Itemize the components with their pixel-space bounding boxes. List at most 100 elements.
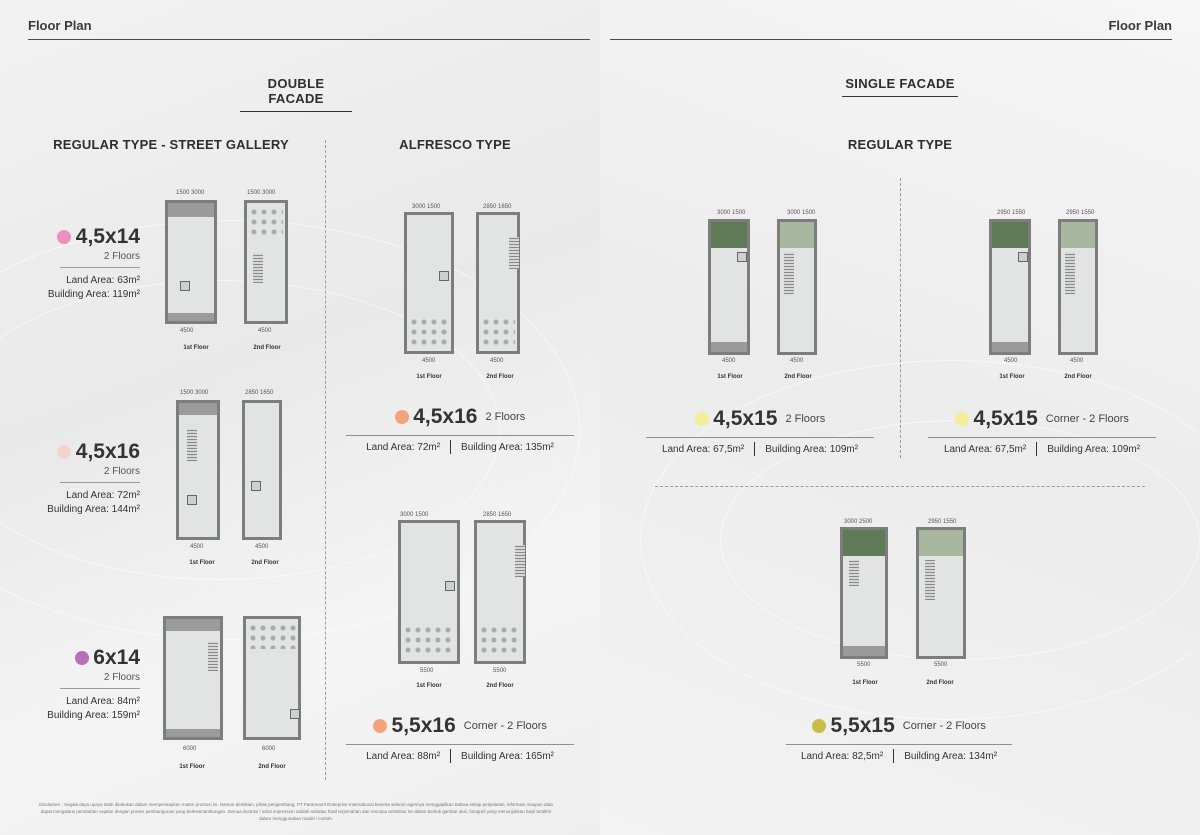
building-area: Building Area: 135m² [461, 441, 554, 453]
color-dot [57, 445, 72, 459]
divider [786, 744, 1012, 745]
dimension-label: 2850 1650 [245, 390, 274, 396]
land-area: Land Area: 67,5m² [661, 443, 745, 455]
floor-plan-2nd [242, 400, 282, 540]
stair-icon [849, 560, 859, 586]
column-divider [900, 178, 901, 458]
wc-icon [737, 252, 747, 262]
porch-area [166, 619, 220, 631]
roof-garden-area [780, 222, 814, 248]
color-dot [394, 410, 409, 424]
street-gallery-heading: REGULAR TYPE - STREET GALLERY [53, 137, 289, 152]
right-page: Floor Plan SINGLE FACADE REGULAR TYPE 30… [600, 0, 1200, 835]
floor-plan-2nd [476, 212, 520, 354]
single-facade-heading: SINGLE FACADE [842, 76, 958, 97]
dimension-label: 6000 [262, 746, 276, 752]
color-dot [694, 412, 709, 426]
floor-label-2nd: 2nd Floor [926, 680, 954, 686]
separator [450, 440, 452, 454]
unit-floors: 2 Floors [785, 413, 826, 425]
seating-area [248, 623, 296, 649]
wc-icon [445, 581, 455, 591]
wc-icon [1018, 252, 1028, 262]
header-divider [28, 39, 590, 40]
dimension-label: 1500 3000 [176, 190, 205, 196]
floor-plan-2nd [916, 527, 966, 659]
floor-label-1st: 1st Floor [717, 374, 743, 380]
stair-icon [253, 253, 263, 283]
divider [60, 482, 140, 483]
floor-plan-1st [176, 400, 220, 540]
header-divider [610, 39, 1172, 40]
dimension-label: 1500 3000 [180, 390, 209, 396]
dimension-label: 5500 [857, 662, 871, 668]
floor-label-2nd: 2nd Floor [486, 374, 514, 380]
stair-icon [509, 237, 519, 269]
dimension-label: 4500 [1004, 358, 1018, 364]
row-divider [655, 486, 1145, 487]
dimension-label: 3000 1500 [400, 512, 429, 518]
dimension-label: 4500 [790, 358, 804, 364]
building-area: Building Area: 159m² [47, 710, 140, 721]
wc-icon [290, 709, 300, 719]
land-area: Land Area: 67,5m² [943, 443, 1027, 455]
land-area: Land Area: 72m² [366, 441, 441, 453]
garden-area [711, 222, 747, 248]
seating-area [481, 317, 515, 347]
building-area: Building Area: 109m² [765, 443, 859, 455]
unit-floors: Corner - 2 Floors [1045, 413, 1129, 425]
dimension-label: 4500 [422, 358, 436, 364]
floor-plan-2nd [244, 200, 288, 324]
unit-size: 4,5x14 [75, 225, 140, 248]
divider [60, 267, 140, 268]
left-page: Floor Plan DOUBLE FACADE REGULAR TYPE - … [0, 18, 590, 821]
land-area: Land Area: 84m² [66, 696, 140, 707]
separator [450, 749, 452, 763]
unit-floors: 2 Floors [103, 672, 140, 683]
porch-area [711, 342, 747, 352]
divider [60, 688, 140, 689]
color-dot [57, 230, 72, 244]
seating-area [403, 625, 455, 657]
floor-label-1st: 1st Floor [999, 374, 1025, 380]
unit-floors: Corner - 2 Floors [902, 720, 986, 732]
dimension-label: 2850 1650 [483, 204, 512, 210]
unit-floors: 2 Floors [485, 411, 526, 423]
unit-size: 6x14 [93, 646, 140, 669]
wc-icon [187, 495, 197, 505]
floor-plan-1st [398, 520, 460, 664]
roof-garden-area [919, 530, 963, 556]
building-area: Building Area: 134m² [904, 750, 998, 762]
unit-size: 4,5x16 [413, 405, 478, 428]
floor-plan-1st [708, 219, 750, 355]
divider [346, 744, 574, 745]
land-area: Land Area: 88m² [366, 750, 441, 762]
divider [928, 437, 1156, 438]
porch-area [168, 203, 214, 217]
floor-plan-1st [404, 212, 454, 354]
garden-area [843, 530, 885, 556]
floor-plan-1st [165, 200, 217, 324]
unit-floors: 2 Floors [103, 251, 140, 262]
dimension-label: 3000 2500 [844, 519, 873, 525]
floor-label-1st: 1st Floor [183, 345, 209, 351]
floor-label-2nd: 2nd Floor [1064, 374, 1092, 380]
stair-icon [784, 252, 794, 294]
floor-label-2nd: 2nd Floor [784, 374, 812, 380]
stair-icon [925, 560, 935, 600]
dimension-label: 2950 1550 [928, 519, 957, 525]
unit-floors: 2 Floors [103, 466, 140, 477]
dimension-label: 1500 3000 [247, 190, 276, 196]
porch-area [843, 646, 885, 656]
page-title: Floor Plan [1108, 18, 1172, 33]
porch-area [179, 403, 217, 415]
single-regular-heading: REGULAR TYPE [847, 137, 953, 152]
dimension-label: 4500 [722, 358, 736, 364]
color-dot [74, 651, 89, 665]
alfresco-heading: ALFRESCO TYPE [399, 137, 511, 152]
wc-icon [180, 281, 190, 291]
separator [754, 442, 756, 456]
